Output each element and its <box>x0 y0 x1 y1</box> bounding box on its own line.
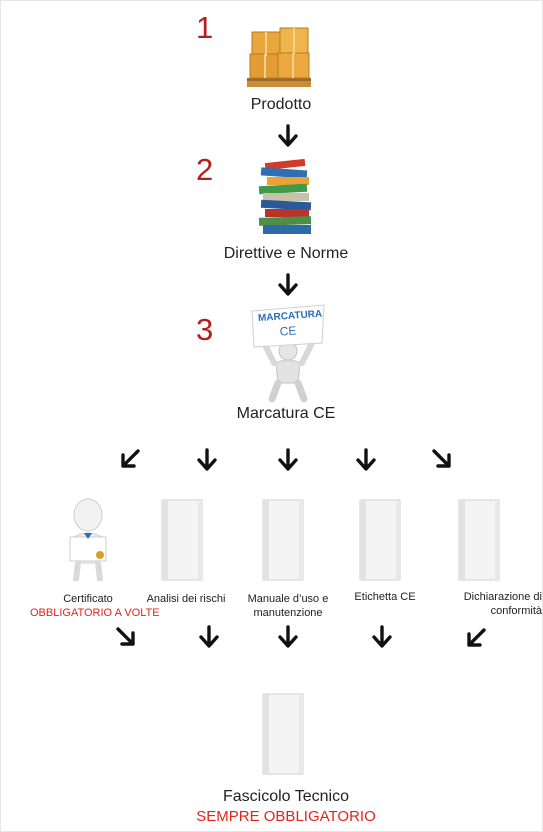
doc-note-certificato: OBBLIGATORIO A VOLTE <box>30 607 160 619</box>
step-number-2: 2 <box>196 152 214 187</box>
step-number-3: 3 <box>196 312 214 347</box>
doc-label-dichiarazione: Dichiarazione di conformità <box>463 591 542 617</box>
arrow-diagonal-icon <box>464 626 488 650</box>
arrow-down-icon <box>276 625 300 649</box>
final-label: Fascicolo Tecnico <box>223 788 349 805</box>
binder-icon <box>158 498 206 587</box>
arrow-down-icon <box>197 625 221 649</box>
doc-label-certificato: Certificato OBBLIGATORIO A VOLTE <box>30 593 160 619</box>
final-note: SEMPRE OBBLIGATORIO <box>196 808 376 825</box>
arrow-diagonal-icon <box>114 625 138 649</box>
doc-label-analisi: Analisi dei rischi <box>146 593 226 605</box>
arrow-down-icon <box>195 448 219 472</box>
arrow-down-icon <box>276 124 300 148</box>
step-number-1: 1 <box>196 10 214 45</box>
doc-label-etichetta: Etichetta CE <box>354 591 416 603</box>
step-label-prodotto: Prodotto <box>250 96 312 113</box>
arrow-diagonal-icon <box>430 447 454 471</box>
step-label-direttive: Direttive e Norme <box>223 245 349 262</box>
figure-sign-icon: MARCATURA CE <box>248 303 328 403</box>
doc-label-manuale: Manuale d’uso e manutenzione <box>247 593 329 619</box>
step-label-marcatura: Marcatura CE <box>236 405 336 422</box>
binder-icon <box>259 692 307 781</box>
binder-icon <box>259 498 307 587</box>
books-stack-icon <box>255 157 319 242</box>
arrow-down-icon <box>354 448 378 472</box>
binder-icon <box>356 498 404 587</box>
arrow-down-icon <box>370 625 394 649</box>
arrow-down-icon <box>276 273 300 297</box>
arrow-down-icon <box>276 448 300 472</box>
boxes-pallet-icon <box>244 20 314 95</box>
binder-icon <box>455 498 503 587</box>
arrow-diagonal-icon <box>118 447 142 471</box>
certificate-figure-icon <box>62 497 114 586</box>
